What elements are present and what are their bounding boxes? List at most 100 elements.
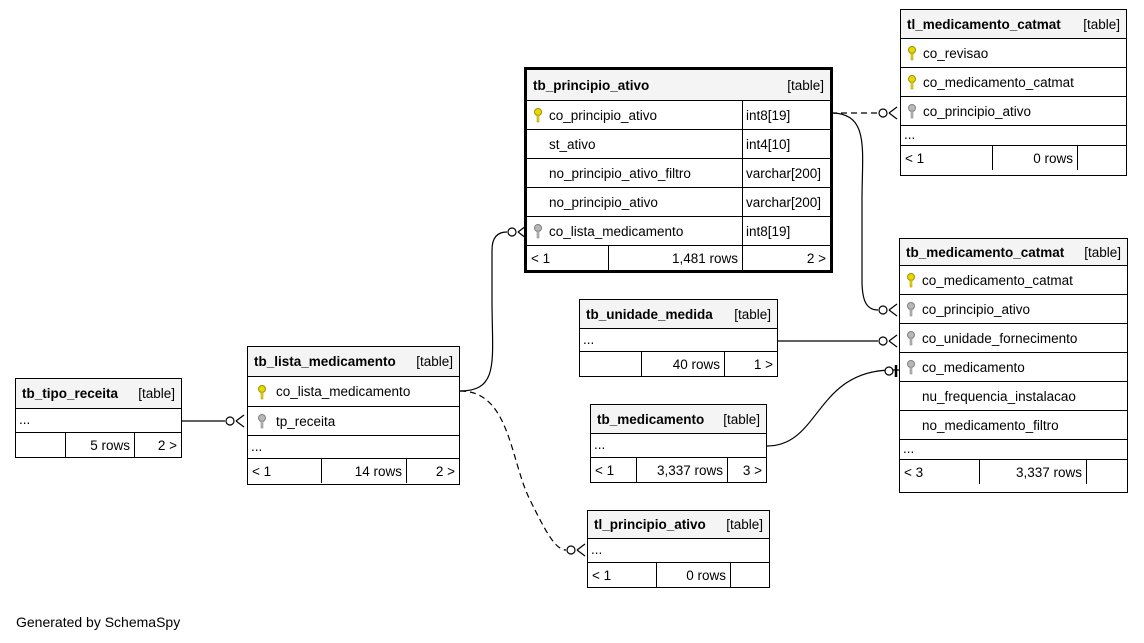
children-link[interactable]: 2 > <box>435 463 455 479</box>
column-row[interactable]: co_principio_ativo <box>901 97 1126 126</box>
foreign-key-icon <box>900 330 922 346</box>
column-row[interactable]: co_revisao <box>901 39 1126 68</box>
ellipsis: ... <box>901 126 1126 146</box>
parents-link[interactable]: < 1 <box>588 563 657 587</box>
column-row[interactable]: no_principio_ativo varchar[200] <box>527 188 830 217</box>
children-link[interactable]: 2 > <box>806 250 826 266</box>
primary-key-icon <box>900 272 922 288</box>
table-kind: [table] <box>1083 16 1120 32</box>
row-count: 40 rows <box>642 352 725 376</box>
parents-link[interactable]: < 1 <box>527 246 609 270</box>
column-row[interactable]: co_medicamento <box>900 353 1127 382</box>
ellipsis: ... <box>248 436 459 459</box>
table-tb_medicamento[interactable]: tb_medicamento [table] ... < 1 3,337 row… <box>590 404 767 483</box>
children-link[interactable]: 3 > <box>742 462 762 478</box>
column-row[interactable]: co_medicamento_catmat <box>901 68 1126 97</box>
table-name[interactable]: tb_tipo_receita <box>22 386 119 401</box>
parents-link[interactable]: < 3 <box>900 460 980 484</box>
table-header[interactable]: tb_principio_ativo [table] <box>527 70 830 101</box>
ellipsis: ... <box>16 409 181 433</box>
table-kind: [table] <box>1084 244 1121 260</box>
ellipsis: ... <box>588 539 769 563</box>
table-header[interactable]: tb_unidade_medida [table] <box>580 300 777 329</box>
table-name[interactable]: tl_medicamento_catmat <box>907 16 1061 32</box>
column-name: co_principio_ativo <box>549 107 658 123</box>
table-header[interactable]: tl_medicamento_catmat [table] <box>901 10 1126 39</box>
primary-key-icon <box>248 384 276 400</box>
table-tl_principio_ativo[interactable]: tl_principio_ativo [table] ... < 1 0 row… <box>587 510 770 588</box>
table-header[interactable]: tb_lista_medicamento [table] <box>248 347 459 377</box>
table-footer: < 1 14 rows 2 > <box>248 459 459 483</box>
column-row[interactable]: no_principio_ativo_filtro varchar[200] <box>527 159 830 188</box>
table-name[interactable]: tb_principio_ativo <box>533 77 650 93</box>
table-footer: < 1 1,481 rows 2 > <box>527 246 830 270</box>
column-name: no_principio_ativo_filtro <box>549 165 691 181</box>
generated-by-caption: Generated by SchemaSpy <box>16 614 181 630</box>
table-header[interactable]: tb_medicamento_catmat [table] <box>900 239 1127 266</box>
table-header[interactable]: tb_medicamento [table] <box>591 405 766 434</box>
column-name: st_ativo <box>549 136 596 152</box>
table-name[interactable]: tb_medicamento <box>597 411 705 427</box>
table-name[interactable]: tb_lista_medicamento <box>254 354 396 369</box>
edge-lista-tl-principio <box>459 390 567 551</box>
row-count: 0 rows <box>657 563 731 587</box>
children-link[interactable] <box>1078 146 1126 170</box>
table-tb_unidade_medida[interactable]: tb_unidade_medida [table] ... 40 rows 1 … <box>579 299 778 377</box>
column-row[interactable]: co_medicamento_catmat <box>900 266 1127 295</box>
column-row[interactable]: nu_frequencia_instalacao <box>900 382 1127 411</box>
column-row[interactable]: tp_receita <box>248 407 459 436</box>
edge-medicamento-catmat <box>766 369 900 447</box>
column-name: co_medicamento <box>922 359 1025 375</box>
column-name: co_principio_ativo <box>922 301 1031 317</box>
children-link[interactable]: 2 > <box>157 437 177 453</box>
table-tb_tipo_receita[interactable]: tb_tipo_receita [table] ... 5 rows 2 > <box>15 378 182 458</box>
column-type: int4[10] <box>742 130 830 158</box>
column-row[interactable]: co_unidade_fornecimento <box>900 324 1127 353</box>
table-tb_lista_medicamento[interactable]: tb_lista_medicamento [table] co_lista_me… <box>247 346 460 485</box>
edge-lista-principio <box>459 231 508 392</box>
column-row[interactable]: st_ativo int4[10] <box>527 130 830 159</box>
primary-key-icon <box>527 107 549 123</box>
children-link[interactable] <box>731 563 769 587</box>
column-name: nu_frequencia_instalacao <box>922 388 1076 404</box>
children-link[interactable]: 1 > <box>753 356 773 372</box>
column-row[interactable]: co_lista_medicamento <box>248 377 459 407</box>
children-link[interactable] <box>1087 460 1127 484</box>
parents-link[interactable]: < 1 <box>901 146 993 170</box>
parents-link[interactable] <box>580 352 642 376</box>
table-footer: < 1 0 rows <box>588 563 769 587</box>
column-row[interactable]: co_lista_medicamento int8[19] <box>527 217 830 246</box>
column-row[interactable]: co_principio_ativo <box>900 295 1127 324</box>
parents-link[interactable]: < 1 <box>591 458 637 482</box>
foreign-key-icon <box>901 103 923 119</box>
table-header[interactable]: tb_tipo_receita [table] <box>16 379 181 409</box>
ellipsis: ... <box>580 329 777 352</box>
table-tl_medicamento_catmat[interactable]: tl_medicamento_catmat [table] co_revisao… <box>900 9 1127 176</box>
table-name[interactable]: tl_principio_ativo <box>594 517 706 532</box>
parents-link[interactable] <box>16 433 66 457</box>
primary-key-icon <box>901 45 923 61</box>
table-name[interactable]: tb_medicamento_catmat <box>906 244 1065 260</box>
table-tb_principio_ativo[interactable]: tb_principio_ativo [table] co_principio_… <box>524 67 833 273</box>
foreign-key-icon <box>248 413 276 429</box>
table-kind: [table] <box>787 77 824 93</box>
table-kind: [table] <box>726 517 763 532</box>
table-name[interactable]: tb_unidade_medida <box>586 306 713 322</box>
table-kind: [table] <box>138 386 175 401</box>
column-type: int8[19] <box>742 217 830 245</box>
column-row[interactable]: co_principio_ativo int8[19] <box>527 101 830 130</box>
column-name: co_medicamento_catmat <box>922 272 1073 288</box>
column-name: co_lista_medicamento <box>276 384 411 399</box>
table-kind: [table] <box>416 354 453 369</box>
table-tb_medicamento_catmat[interactable]: tb_medicamento_catmat [table] co_medicam… <box>899 238 1128 493</box>
table-header[interactable]: tl_principio_ativo [table] <box>588 511 769 539</box>
parents-link[interactable]: < 1 <box>248 459 322 483</box>
column-type: varchar[200] <box>742 159 830 187</box>
primary-key-icon <box>901 74 923 90</box>
column-name: co_lista_medicamento <box>549 223 684 239</box>
row-count: 5 rows <box>66 433 135 457</box>
row-count: 1,481 rows <box>609 246 743 270</box>
column-row[interactable]: no_medicamento_filtro <box>900 411 1127 440</box>
